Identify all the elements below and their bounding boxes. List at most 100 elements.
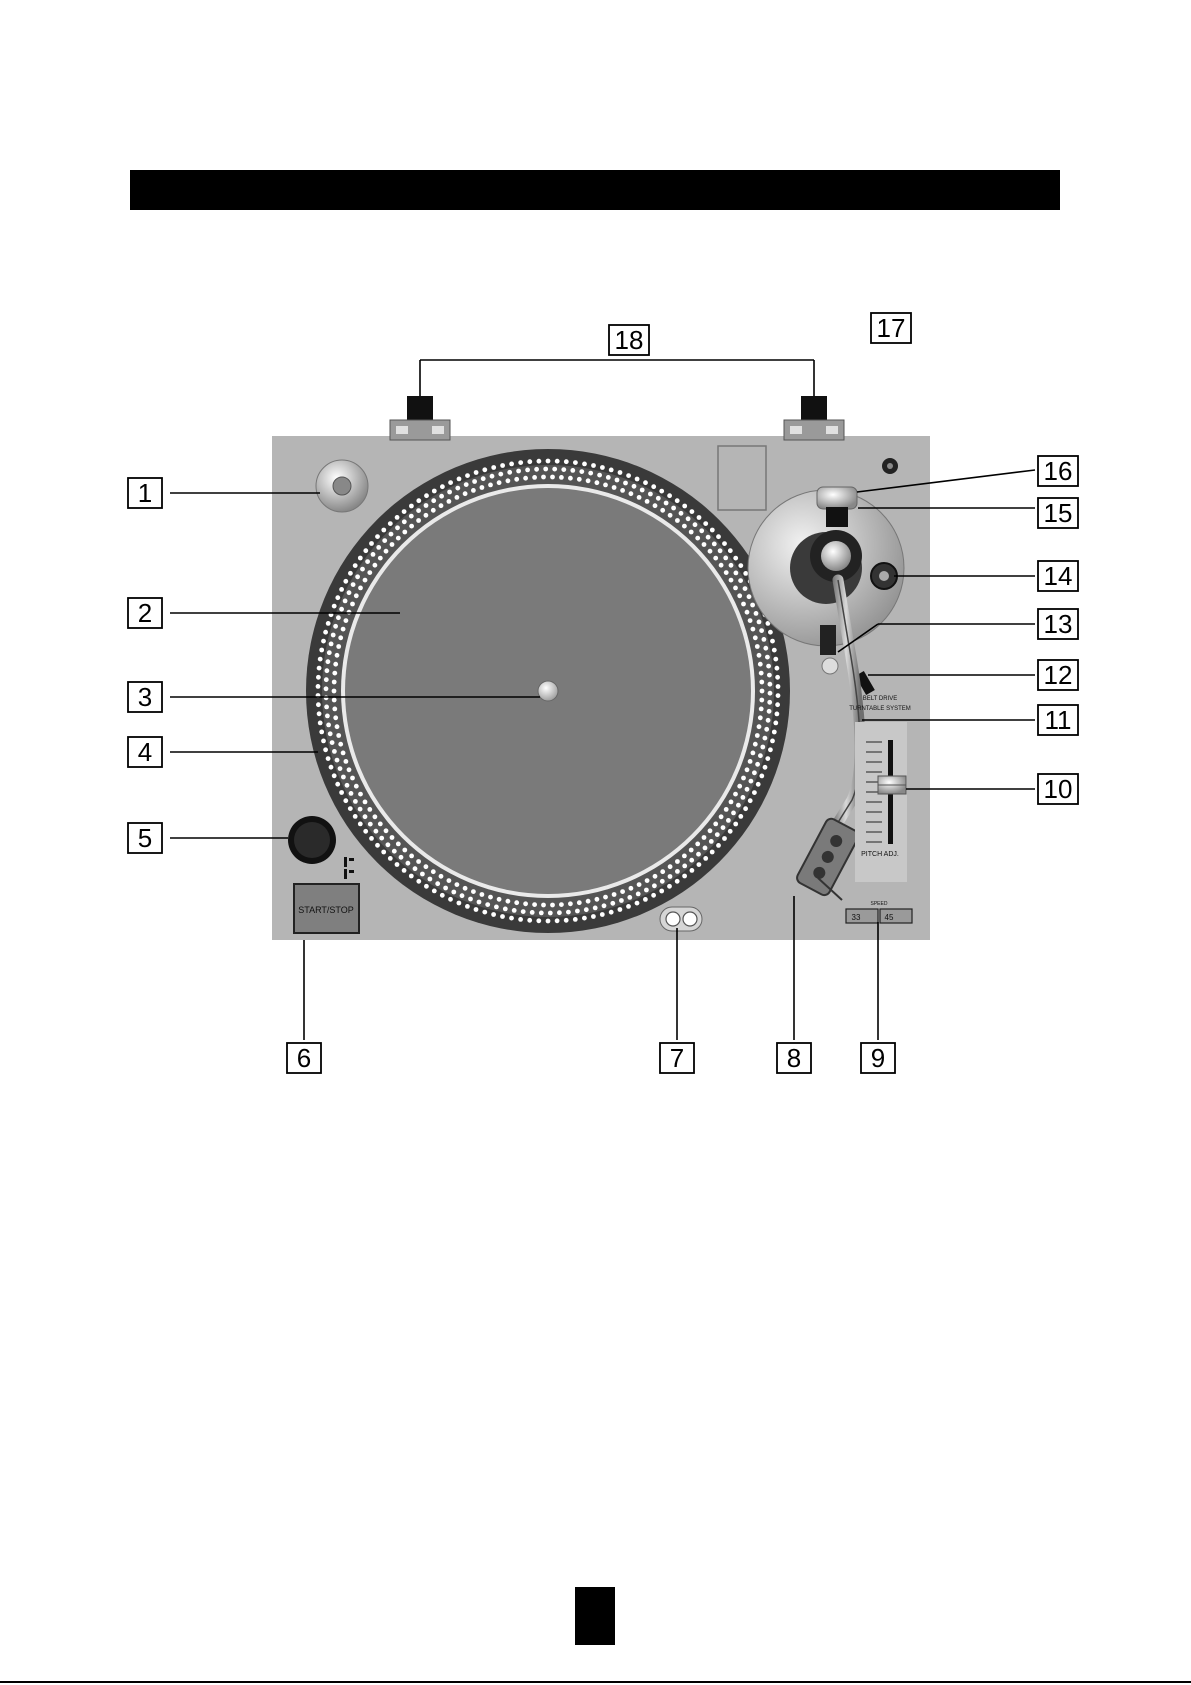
strobe-dot <box>637 495 642 500</box>
strobe-dot <box>721 825 726 830</box>
callout-12-number: 12 <box>1044 660 1073 690</box>
bottom-rule <box>0 1681 1191 1683</box>
strobe-dot <box>485 902 490 907</box>
strobe-dot <box>474 907 479 912</box>
strobe-dot <box>675 498 680 503</box>
strobe-dot <box>755 733 760 738</box>
strobe-dot <box>635 477 640 482</box>
strobe-dot <box>709 839 714 844</box>
callout-3-number: 3 <box>138 682 152 712</box>
strobe-dot <box>360 567 365 572</box>
strobe-dot <box>335 595 340 600</box>
callout-12: 12 <box>1038 660 1078 690</box>
strobe-dot <box>776 684 781 689</box>
strobe-dot <box>722 836 727 841</box>
strobe-dot <box>745 787 750 792</box>
strobe-dot <box>595 480 600 485</box>
strobe-dot <box>768 747 773 752</box>
callout-9-number: 9 <box>871 1043 885 1073</box>
strobe-dot <box>546 919 551 924</box>
strobe-dot <box>652 883 657 888</box>
callout-8-number: 8 <box>787 1043 801 1073</box>
strobe-dot <box>365 559 370 564</box>
strobe-dot <box>339 587 344 592</box>
strobe-dot <box>659 889 664 894</box>
strobe-dot <box>555 459 560 464</box>
strobe-dot <box>651 893 656 898</box>
strobe-dot <box>409 854 414 859</box>
strobe-dot <box>324 705 329 710</box>
pitch-range-knob <box>288 816 336 864</box>
strobe-dot <box>550 903 555 908</box>
strobe-dot <box>333 715 338 720</box>
strobe-dot <box>514 900 519 905</box>
strobe-dot <box>363 548 368 553</box>
strobe-dot <box>447 490 452 495</box>
strobe-dot <box>715 832 720 837</box>
strobe-dot <box>331 633 336 638</box>
strobe-dot <box>767 709 772 714</box>
strobe-dot <box>619 898 624 903</box>
strobe-dot <box>760 745 765 750</box>
strobe-dot <box>738 814 743 819</box>
strobe-dot <box>381 850 386 855</box>
strobe-dot <box>431 498 436 503</box>
strobe-dot <box>671 506 676 511</box>
strobe-dot <box>660 869 665 874</box>
strobe-dot <box>447 499 452 504</box>
strobe-dot <box>416 859 421 864</box>
strobe-dot <box>623 481 628 486</box>
strobe-dot <box>586 899 591 904</box>
strobe-dot <box>472 479 477 484</box>
strobe-dot <box>696 852 701 857</box>
strobe-dot <box>525 468 530 473</box>
strobe-dot <box>384 828 389 833</box>
strobe-dot <box>759 680 764 685</box>
strobe-dot <box>506 478 511 483</box>
hinge-left <box>390 396 450 440</box>
pitch-adj-label: PITCH ADJ. <box>861 851 899 858</box>
strobe-dot <box>753 635 758 640</box>
strobe-dot <box>702 542 707 547</box>
strobe-dot <box>363 800 368 805</box>
strobe-dot <box>350 776 355 781</box>
strobe-dot <box>367 807 372 812</box>
strobe-dot <box>367 570 372 575</box>
strobe-dot <box>752 790 757 795</box>
strobe-dot <box>465 904 470 909</box>
strobe-dot <box>703 521 708 526</box>
strobe-dot <box>637 882 642 887</box>
belt-drive-line2: TURNTABLE SYSTEM <box>849 706 911 712</box>
strobe-dot <box>480 485 485 490</box>
strobe-dot <box>697 515 702 520</box>
strobe-dot <box>325 714 330 719</box>
strobe-dot <box>416 508 421 513</box>
strobe-dot <box>343 599 348 604</box>
strobe-dot <box>629 886 634 891</box>
strobe-dot <box>748 798 753 803</box>
strobe-dot <box>708 549 713 554</box>
strobe-dot <box>317 711 322 716</box>
strobe-dot <box>618 470 623 475</box>
callout-8: 8 <box>777 1043 811 1073</box>
strobe-dot <box>424 884 429 889</box>
strobe-dot <box>326 723 331 728</box>
strobe-dot <box>753 742 758 747</box>
strobe-dot <box>514 477 519 482</box>
strobe-dot <box>507 470 512 475</box>
strobe-dot <box>772 648 777 653</box>
strobe-dot <box>723 556 728 561</box>
strobe-dot <box>570 468 575 473</box>
strobe-dot <box>477 900 482 905</box>
callout-14: 14 <box>1038 561 1078 591</box>
strobe-dot <box>743 586 748 591</box>
strobe-dot <box>667 884 672 889</box>
strobe-dot <box>579 469 584 474</box>
strobe-dot <box>710 528 715 533</box>
strobe-dot <box>747 594 752 599</box>
strobe-dot <box>494 905 499 910</box>
strobe-dot <box>728 548 733 553</box>
strobe-dot <box>703 846 708 851</box>
strobe-dot <box>759 698 764 703</box>
dust-cover-socket <box>882 458 898 474</box>
